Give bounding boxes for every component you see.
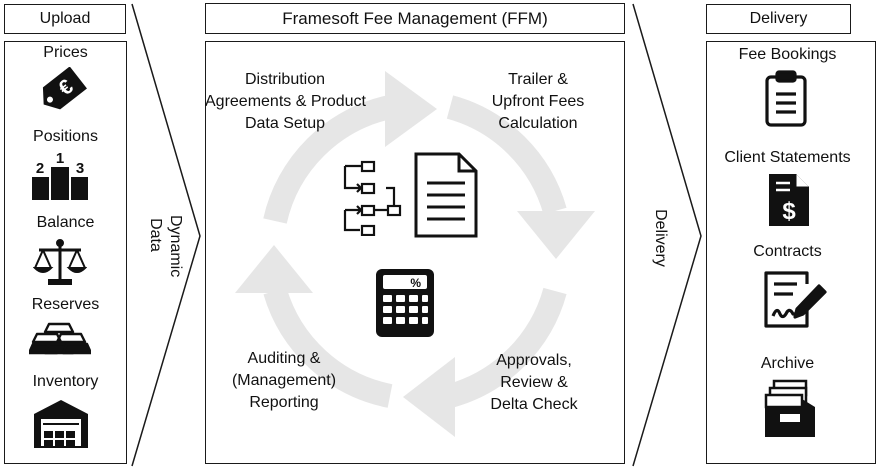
step-fees-calculation-line3: Calculation (498, 115, 578, 132)
gold-bars-icon (27, 320, 93, 361)
cycle-arrows (235, 71, 595, 437)
upload-item-inventory-label: Inventory (32, 373, 99, 390)
podium-icon: 1 2 3 (31, 150, 89, 207)
delivery-item-fee-bookings-label: Fee Bookings (738, 46, 837, 63)
dynamic-data-label-line1: Dynamic (167, 215, 184, 278)
upload-item-prices-label: Prices (43, 44, 88, 61)
upload-item-reserves-label: Reserves (31, 296, 100, 313)
delivery-item-archive-label: Archive (760, 355, 815, 372)
dynamic-data-label-line2: Data (147, 218, 164, 252)
step-distribution-setup: Distribution Agreements & Product Data S… (205, 69, 366, 135)
flow-diagram-icon (340, 160, 402, 241)
step-auditing-reporting: Auditing & (Management) Reporting (224, 348, 344, 414)
delivery-header: Delivery (706, 4, 851, 34)
upload-header: Upload (4, 4, 126, 34)
dynamic-data-chevron (131, 3, 201, 467)
calculator-key-label: % (410, 276, 421, 290)
svg-text:1: 1 (56, 150, 64, 167)
dollar-document-icon: $ (768, 173, 810, 232)
step-auditing-reporting-line1: Auditing & (247, 350, 321, 367)
svg-text:2: 2 (36, 160, 44, 177)
step-approvals-review-line2: Review & (500, 374, 568, 391)
step-distribution-setup-line1: Distribution (244, 71, 326, 88)
clipboard-icon (764, 70, 808, 133)
delivery-item-client-statements-label: Client Statements (724, 149, 851, 166)
step-fees-calculation-line1: Trailer & (508, 71, 568, 88)
delivery-title: Delivery (749, 10, 808, 27)
step-approvals-review-line1: Approvals, (496, 352, 572, 369)
svg-text:3: 3 (76, 160, 84, 177)
delivery-chevron (632, 3, 702, 467)
step-approvals-review: Approvals, Review & Delta Check (474, 350, 594, 416)
upload-item-positions-label: Positions (33, 128, 98, 145)
document-icon (413, 151, 479, 244)
delivery-arrow-label: Delivery (652, 209, 669, 267)
step-distribution-setup-line3: Data Setup (244, 115, 326, 132)
upload-panel (4, 41, 127, 464)
step-auditing-reporting-line3: Reporting (249, 394, 319, 411)
ffm-title: Framesoft Fee Management (FFM) (282, 8, 548, 28)
step-auditing-reporting-line2: (Management) (231, 372, 337, 389)
step-distribution-setup-line2: Agreements & Product (205, 93, 366, 110)
archive-box-icon (764, 379, 816, 444)
step-fees-calculation-line2: Upfront Fees (491, 93, 585, 110)
upload-title: Upload (39, 10, 91, 27)
delivery-item-contracts-label: Contracts (753, 243, 822, 260)
svg-text:$: $ (782, 198, 796, 225)
balance-scale-icon (32, 238, 88, 291)
calculator-icon: % (375, 268, 435, 343)
ffm-header: Framesoft Fee Management (FFM) (205, 3, 625, 34)
dynamic-data-label: Dynamic Data (145, 215, 185, 278)
signed-contract-icon (763, 270, 829, 335)
step-approvals-review-line3: Delta Check (490, 396, 578, 413)
warehouse-icon (34, 398, 88, 455)
euro-price-tag-icon: € (33, 66, 89, 120)
step-fees-calculation: Trailer & Upfront Fees Calculation (478, 69, 598, 135)
upload-item-balance-label: Balance (36, 214, 95, 231)
